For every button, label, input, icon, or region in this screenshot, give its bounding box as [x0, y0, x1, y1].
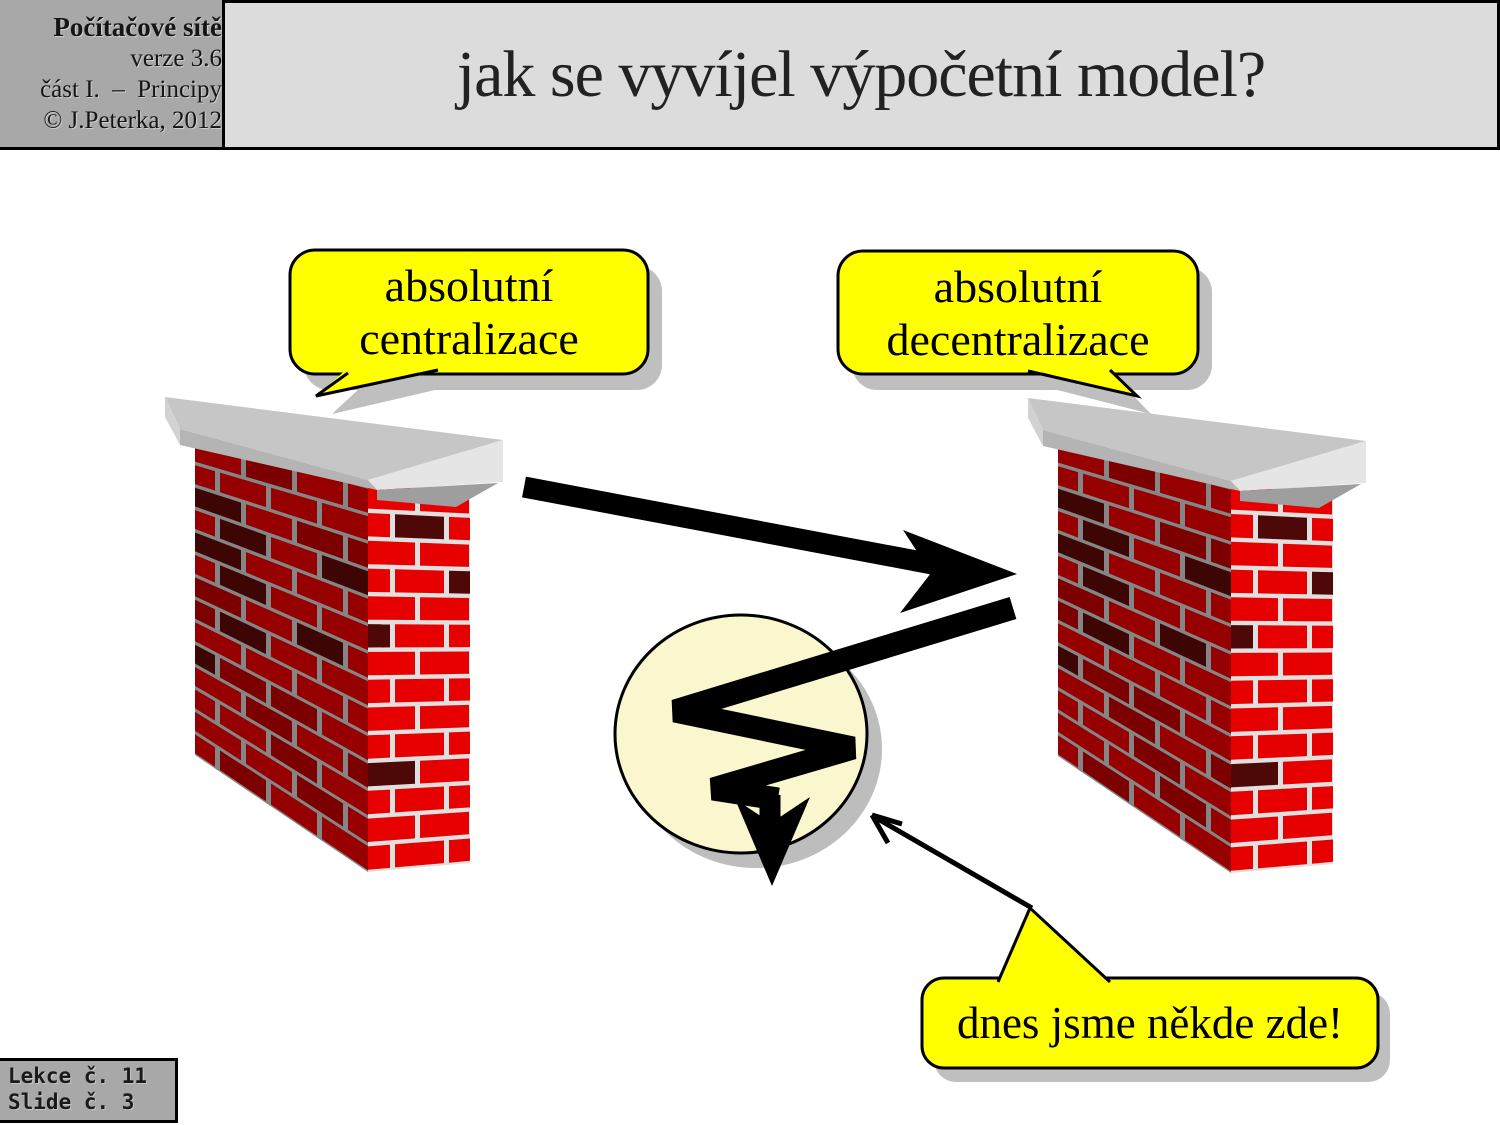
- course-copyright: © J.Peterka, 2012: [43, 106, 222, 134]
- callout-centralization-text: absolutní centralizace: [359, 260, 579, 364]
- arrow-left-to-right: [522, 476, 1017, 613]
- arrow-zigzag-back: [671, 596, 1017, 886]
- page-title: jak se vyvíjel výpočetní model?: [456, 38, 1266, 111]
- callout-decentralization-text: absolutní decentralizace: [886, 260, 1150, 365]
- right-brick-pillar: [1028, 398, 1366, 873]
- callout-today-text: dnes jsme někde zde!: [956, 998, 1344, 1048]
- course-title: Počítačové sítě: [53, 11, 222, 42]
- title-bar: jak se vyvíjel výpočetní model?: [222, 0, 1500, 150]
- footer-lesson-box: Lekce č. 11 Slide č. 3: [0, 1058, 178, 1123]
- pointer-arrow-to-circle: [869, 812, 1034, 911]
- down-arrowhead: [735, 797, 810, 886]
- callout-today-bubble: [920, 905, 1390, 1082]
- lesson-number: Lekce č. 11: [8, 1064, 148, 1088]
- callout-decentralization-bubble: [836, 249, 1212, 414]
- course-part: část I. – Principy: [40, 75, 222, 103]
- callout-centralization-bubble: [288, 248, 662, 414]
- slide-number: Slide č. 3: [8, 1090, 135, 1114]
- left-brick-pillar: [165, 397, 503, 872]
- slide-header-box: Počítačové sítě verze 3.6 část I. – Prin…: [0, 0, 237, 150]
- course-version: verze 3.6: [130, 44, 222, 72]
